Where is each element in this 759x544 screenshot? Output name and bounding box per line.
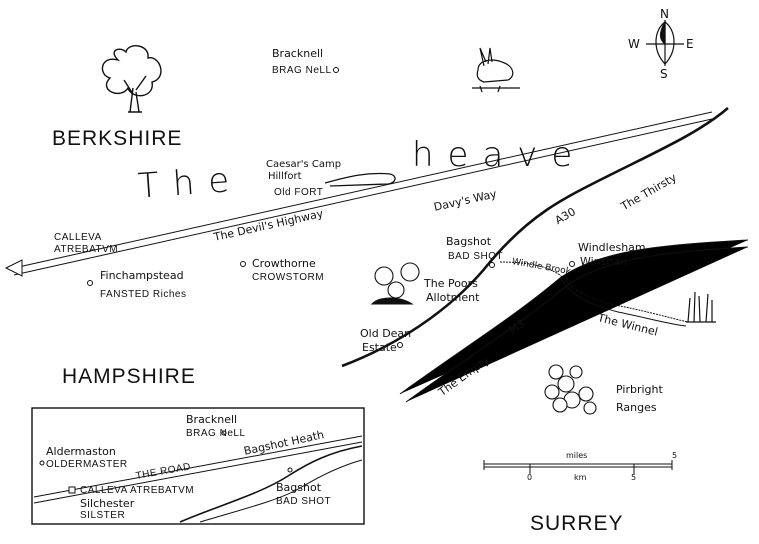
scale-five-km: 5 [631, 473, 637, 482]
county-berkshire: BERKSHIRE [52, 127, 183, 150]
inset-bagshot-alt: BAD SHOT [276, 496, 332, 507]
compass-w: W [628, 37, 640, 51]
bracknell-alt: BRAG NeLL [272, 65, 332, 76]
finchampstead-alt: FANSTED Riches [100, 289, 187, 300]
old-dean-1: Old Dean [360, 327, 412, 340]
title-heave: heave [412, 135, 587, 175]
inset-curve [179, 445, 363, 523]
allotment-trees-icon [370, 262, 420, 305]
county-surrey: SURREY [530, 512, 624, 535]
inset-curve-b [199, 459, 363, 523]
scale-km-label: km [574, 473, 587, 482]
title-the: The [136, 159, 245, 207]
finchampstead-name: Finchampstead [100, 269, 184, 282]
inset-aldermaston-name: Aldermaston [46, 445, 116, 458]
compass-rose-icon [646, 19, 684, 66]
caesars-camp-name2: Hillfort [268, 171, 302, 182]
county-hampshire: HAMPSHIRE [62, 365, 196, 388]
inset-bagshot-name: Bagshot [276, 481, 322, 494]
scale-zero: 0 [527, 473, 533, 482]
calleva-arrow-icon [4, 259, 23, 277]
calleva-name1: CALLEVA [54, 232, 102, 243]
a30-road [341, 107, 729, 368]
crowthorne-alt: CROWSTORM [252, 272, 325, 283]
windlesham-alt: Winshan [580, 255, 628, 268]
rabbit-icon [472, 47, 520, 93]
windle-brook [499, 261, 689, 323]
poors-allotment-2: Allotment [426, 291, 480, 304]
windlesham-name: Windlesham [578, 241, 646, 254]
place-dots [87, 67, 575, 348]
compass-s: S [660, 67, 668, 81]
winnel-stream [559, 277, 687, 327]
bagshot-name: Bagshot [446, 235, 492, 248]
devils-highway-road [13, 111, 713, 276]
calleva-name2: ATREBATVM [54, 244, 119, 255]
heave-swoosh [324, 172, 396, 187]
pirbright-2: Ranges [616, 401, 657, 414]
compass-e: E [686, 37, 694, 51]
poors-allotment-1: The Poors [424, 277, 478, 290]
tree-icon [101, 45, 162, 113]
reeds-icon [686, 291, 716, 323]
inset-road [33, 435, 363, 504]
caesars-camp-alt: Old FORT [274, 187, 324, 198]
pirbright-bushes-icon [544, 364, 597, 415]
inset-bracknell-name: Bracknell [186, 413, 238, 426]
inset-bracknell-alt: BRAG NeLL [186, 428, 246, 439]
bracknell-name: Bracknell [272, 47, 324, 60]
inset-silchester-name: Silchester [80, 497, 135, 510]
scale-bar [483, 460, 673, 474]
pirbright-1: Pirbright [616, 383, 663, 396]
inset-aldermaston-alt: OLDERMASTER [46, 459, 128, 470]
compass-n: N [660, 7, 669, 21]
inset-frame [31, 407, 365, 525]
inset-calleva: CALLEVA ATREBATVM [80, 485, 195, 496]
caesars-camp-name: Caesar's Camp [266, 159, 342, 170]
inset-silchester-alt: SILSTER [80, 510, 126, 521]
scale-miles-label: miles [566, 451, 588, 460]
bagshot-alt: BAD SHOT [448, 251, 504, 262]
old-dean-2: Estate [362, 341, 397, 354]
crowthorne-name: Crowthorne [252, 257, 316, 270]
scale-five-miles: 5 [672, 451, 678, 460]
